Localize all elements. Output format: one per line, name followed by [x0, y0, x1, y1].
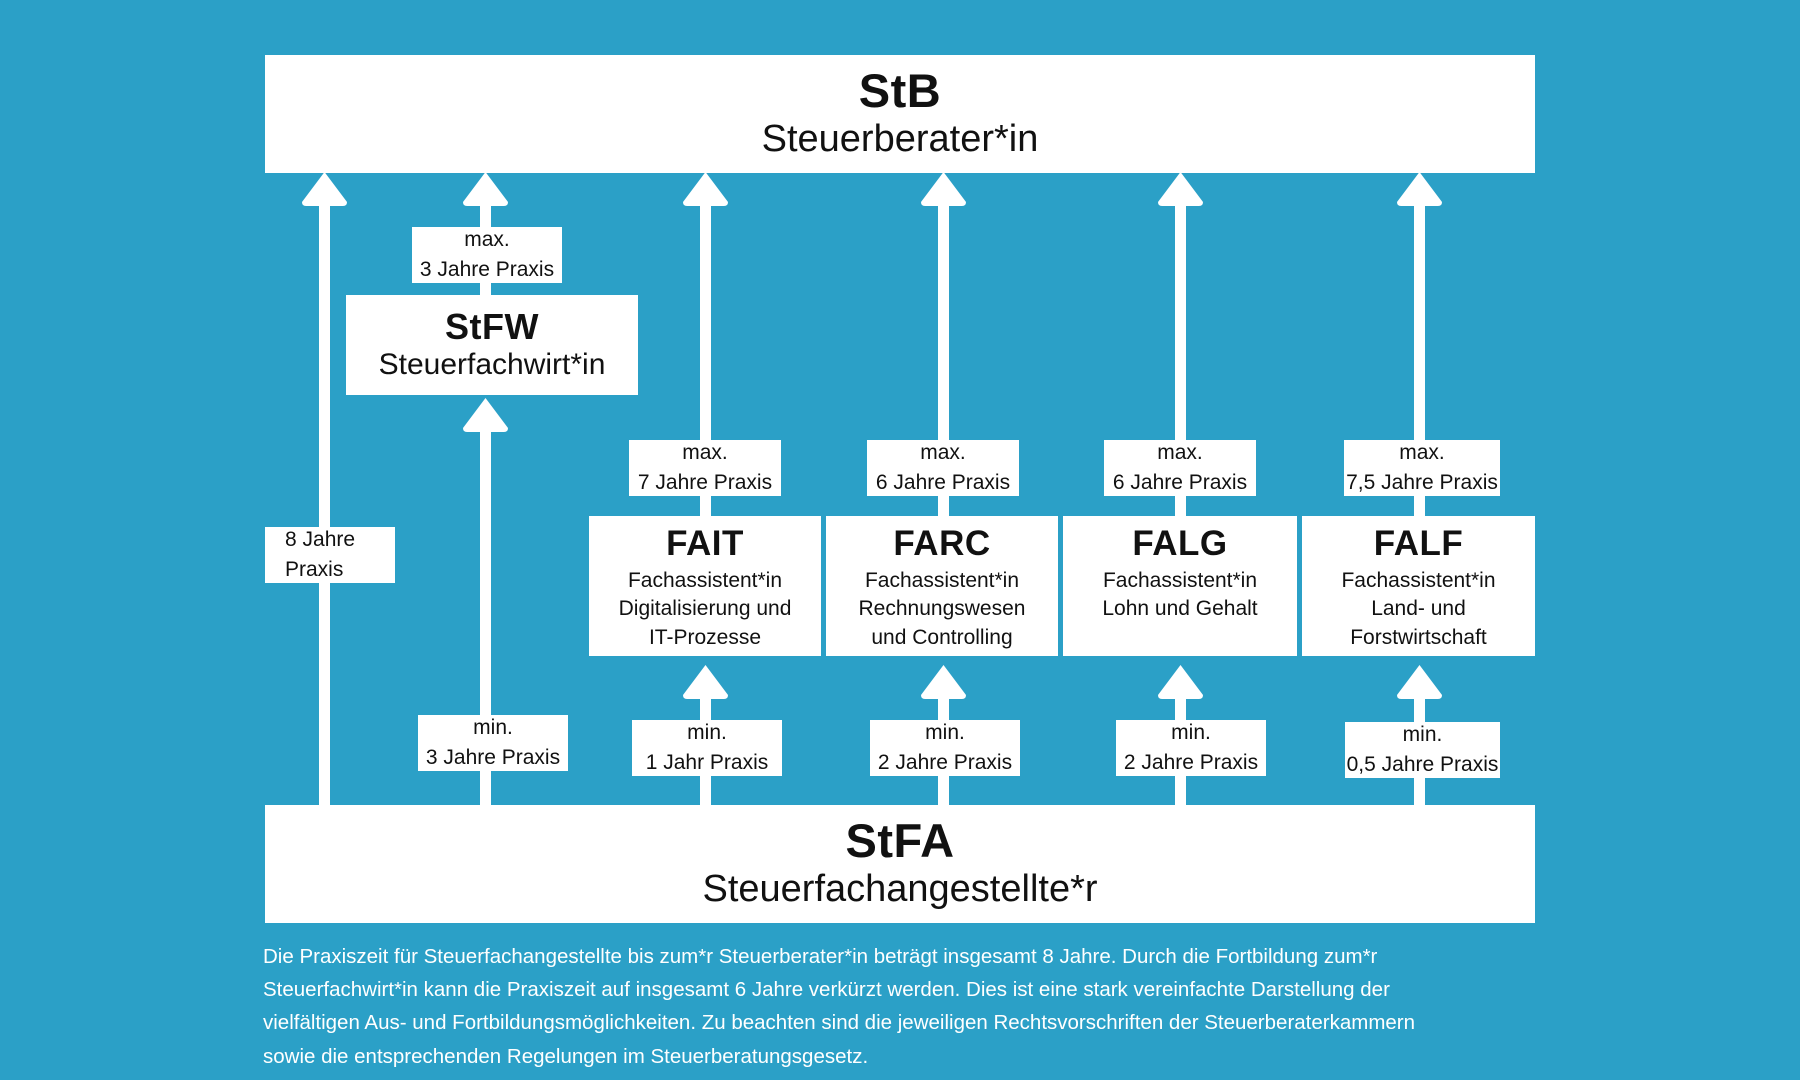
label-max-fait: max. 7 Jahre Praxis: [629, 440, 781, 496]
label-min-falf-line1: min.: [1402, 722, 1443, 746]
node-stfw-name: Steuerfachwirt*in: [378, 347, 606, 381]
node-stfw[interactable]: StFW Steuerfachwirt*in: [346, 295, 638, 395]
node-stb-name: Steuerberater*in: [761, 118, 1039, 161]
arrow-head-stfa-to-falf: [1397, 665, 1442, 699]
node-farc-desc-line1: Fachassistent*in: [864, 569, 1020, 592]
label-min-falg-line1: min.: [1171, 720, 1211, 744]
label-max-fait-line2: 7 Jahre Praxis: [637, 471, 773, 494]
node-farc-abbr: FARC: [893, 524, 991, 563]
node-falg-desc-line2: Lohn und Gehalt: [1102, 597, 1258, 621]
connector-stfa-to-stfw-shaft: [480, 425, 491, 807]
label-8-jahre-praxis-line2: Praxis: [285, 558, 344, 581]
label-min-stfw-line1: min.: [473, 715, 513, 739]
node-falg-desc: Fachassistent*in Lohn und Gehalt: [1102, 567, 1257, 624]
label-max-falg: max. 6 Jahre Praxis: [1104, 440, 1256, 496]
node-stb-abbr: StB: [858, 64, 942, 118]
node-stfa-name: Steuerfachangestellte*r: [702, 868, 1098, 911]
node-stfa-abbr: StFA: [845, 814, 955, 868]
label-max-falf-line1: max.: [1399, 440, 1445, 464]
label-min-farc: min. 2 Jahre Praxis: [870, 720, 1020, 776]
label-min-farc-line1: min.: [925, 720, 965, 744]
label-8-jahre-praxis: 8 Jahre Praxis: [265, 527, 395, 583]
node-fait-desc-line3: IT-Prozesse: [648, 625, 762, 649]
node-falg[interactable]: FALG Fachassistent*in Lohn und Gehalt: [1063, 516, 1297, 656]
label-max-falf: max. 7,5 Jahre Praxis: [1344, 440, 1500, 496]
node-fait-desc-line1: Fachassistent*in: [627, 569, 783, 592]
node-falg-desc-line1: Fachassistent*in: [1102, 569, 1258, 592]
label-min-falg: min. 2 Jahre Praxis: [1116, 720, 1266, 776]
label-min-falf-line2: 0,5 Jahre Praxis: [1346, 753, 1499, 776]
node-falf-desc-line1: Fachassistent*in: [1341, 569, 1496, 592]
label-max-farc-line1: max.: [920, 440, 966, 464]
arrow-head-stfa-to-stb: [302, 172, 347, 206]
node-stfa[interactable]: StFA Steuerfachangestellte*r: [265, 805, 1535, 923]
arrow-head-stfa-to-stfw: [463, 398, 508, 432]
node-falg-abbr: FALG: [1132, 524, 1228, 563]
connector-stfa-to-stb-shaft: [319, 190, 330, 805]
connector-falf-to-stb-shaft: [1414, 190, 1425, 520]
node-fait-abbr: FAIT: [666, 524, 744, 563]
node-falf-desc: Fachassistent*in Land- und Forstwirtscha…: [1341, 567, 1495, 652]
label-max-farc: max. 6 Jahre Praxis: [867, 440, 1019, 496]
node-farc-desc-line3: und Controlling: [871, 625, 1013, 649]
label-min-stfw: min. 3 Jahre Praxis: [418, 715, 568, 771]
label-min-falg-line2: 2 Jahre Praxis: [1123, 751, 1259, 774]
node-fait[interactable]: FAIT Fachassistent*in Digitalisierung un…: [589, 516, 821, 656]
node-fait-desc-line2: Digitalisierung und: [618, 597, 792, 621]
connector-falg-to-stb-shaft: [1175, 190, 1186, 520]
arrow-head-falg-to-stb: [1158, 172, 1203, 206]
arrow-head-fait-to-stb: [683, 172, 728, 206]
node-falf-desc-line3: Forstwirtschaft: [1350, 625, 1487, 649]
arrow-head-stfw-to-stb: [463, 172, 508, 206]
label-max-falg-line1: max.: [1157, 440, 1203, 464]
label-min-farc-line2: 2 Jahre Praxis: [877, 751, 1013, 774]
footnote-text: Die Praxiszeit für Steuerfachangestellte…: [263, 945, 1416, 1068]
label-min-fait-line1: min.: [687, 720, 727, 744]
arrow-head-stfa-to-fait: [683, 665, 728, 699]
label-min-fait-line2: 1 Jahr Praxis: [645, 751, 769, 774]
connector-farc-to-stb-shaft: [938, 190, 949, 520]
node-farc-desc-line2: Rechnungswesen: [858, 597, 1026, 621]
label-max-fait-line1: max.: [682, 440, 728, 464]
node-stb[interactable]: StB Steuerberater*in: [265, 55, 1535, 173]
label-min-stfw-line2: 3 Jahre Praxis: [425, 746, 561, 769]
label-max-stfw: max. 3 Jahre Praxis: [412, 227, 562, 283]
arrow-head-stfa-to-falg: [1158, 665, 1203, 699]
arrow-head-stfa-to-farc: [921, 665, 966, 699]
label-max-falg-line2: 6 Jahre Praxis: [1112, 471, 1248, 494]
label-max-farc-line2: 6 Jahre Praxis: [875, 471, 1011, 494]
label-min-falf: min. 0,5 Jahre Praxis: [1345, 722, 1500, 778]
node-falf-desc-line2: Land- und: [1371, 597, 1466, 621]
label-max-stfw-line2: 3 Jahre Praxis: [419, 258, 555, 281]
arrow-head-falf-to-stb: [1397, 172, 1442, 206]
node-falf[interactable]: FALF Fachassistent*in Land- und Forstwir…: [1302, 516, 1535, 656]
node-stfw-abbr: StFW: [445, 305, 539, 347]
label-max-falf-line2: 7,5 Jahre Praxis: [1346, 471, 1498, 494]
connector-fait-to-stb-shaft: [700, 190, 711, 520]
node-farc[interactable]: FARC Fachassistent*in Rechnungswesen und…: [826, 516, 1058, 656]
node-falf-abbr: FALF: [1373, 524, 1464, 563]
label-8-jahre-praxis-line1: 8 Jahre: [285, 527, 356, 551]
arrow-head-farc-to-stb: [921, 172, 966, 206]
label-min-fait: min. 1 Jahr Praxis: [632, 720, 782, 776]
node-farc-desc: Fachassistent*in Rechnungswesen und Cont…: [859, 567, 1026, 652]
node-fait-desc: Fachassistent*in Digitalisierung und IT-…: [619, 567, 792, 652]
label-max-stfw-line1: max.: [464, 227, 510, 251]
